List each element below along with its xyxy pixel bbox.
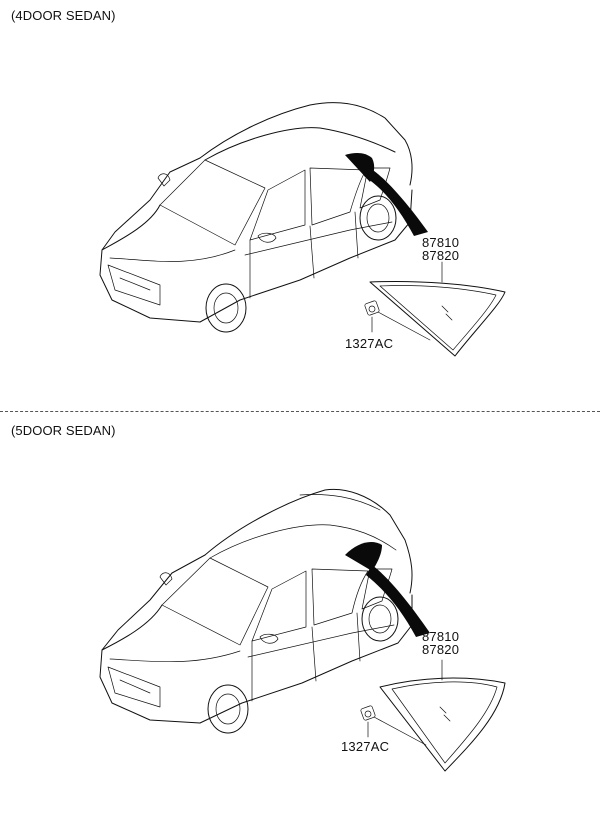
car-diagram-5door: [99, 488, 506, 772]
quarter-glass-highlight: [345, 542, 382, 571]
part-number-2: 87820: [422, 642, 460, 657]
section-5door-sedan: (5DOOR SEDAN): [0, 415, 600, 820]
part-number-2: 87820: [422, 248, 460, 263]
quarter-glass-part: [379, 677, 506, 772]
section-4door-sedan: (4DOOR SEDAN): [11, 8, 506, 357]
wheels: [207, 596, 399, 734]
wheels: [205, 195, 397, 333]
section-title: (4DOOR SEDAN): [11, 8, 116, 23]
part-number-1: 87810: [422, 629, 460, 644]
fastener-icon: [364, 300, 431, 341]
fastener-icon: [360, 705, 427, 746]
car-body-outline: [99, 102, 413, 323]
leader-arrow: [366, 565, 430, 637]
part-number-1: 87810: [422, 235, 460, 250]
car-diagram-4door: [99, 102, 506, 357]
section-divider: [0, 411, 600, 412]
fastener-code: 1327AC: [341, 739, 390, 754]
leader-arrow: [364, 168, 428, 236]
fastener-code: 1327AC: [345, 336, 394, 351]
section-title: (5DOOR SEDAN): [11, 423, 116, 438]
quarter-glass-part: [369, 280, 506, 357]
